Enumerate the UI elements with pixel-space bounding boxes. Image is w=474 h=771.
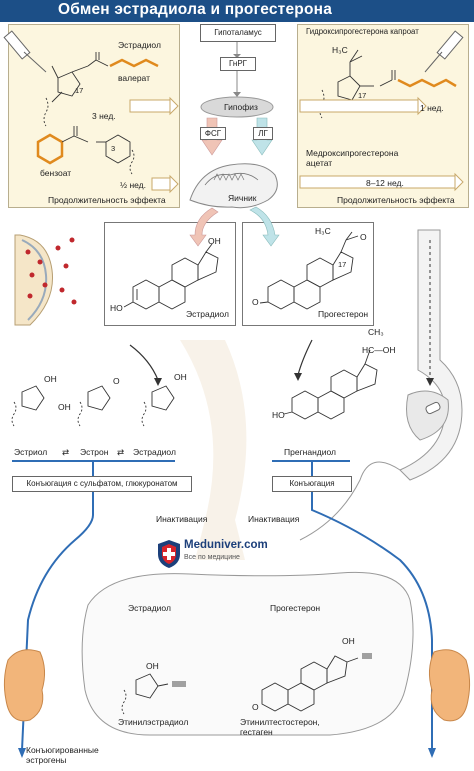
estrone-estradiol-arrow: ⇄ [117, 447, 125, 457]
benzoate-label: бензоат [40, 168, 72, 178]
progesterone-structure-label: Прогестерон [318, 309, 369, 319]
estradiol-structure [123, 243, 219, 310]
ovary-label: Яичник [228, 193, 257, 203]
estradiol-esters-panel [8, 24, 180, 208]
estriol-estrone-arrow: ⇄ [62, 447, 70, 457]
estradiol-ester-label: Эстрадиол [118, 40, 161, 50]
pregnanediol-ho-label: HO [272, 410, 285, 420]
ethinyltestosterone-o-label: O [252, 702, 259, 712]
gestagen-label: гестаген [240, 727, 273, 737]
weeks3-label: 3 нед. [92, 111, 116, 121]
half-week-label: ½ нед. [120, 180, 147, 190]
effect-duration-right-label: Продолжительность эффекта [337, 195, 455, 205]
progesterone-c17-label: 17 [338, 260, 347, 269]
estradiol-structure-label: Эстрадиол [186, 309, 229, 319]
ovary-shape [189, 163, 278, 209]
kidney-left-icon [3, 649, 46, 722]
ethinyltestosterone-oh-label: OH [342, 636, 355, 646]
tissue-illustration [14, 234, 77, 326]
estradiol-ho-label: HO [110, 303, 123, 313]
estrone-label: Эстрон [80, 447, 109, 457]
c17-left-label: 17 [75, 86, 84, 95]
fsh-box: ФСГ [200, 127, 226, 140]
progesterone-h3c-label: H₃C [315, 226, 331, 236]
estradiol-oh-label: OH [208, 236, 221, 246]
conjugation-left-box: Конъюгация с сульфатом, глюкуронатом [12, 476, 192, 492]
estradiol-structure-box [104, 222, 236, 326]
lh-box: ЛГ [253, 127, 273, 140]
caproate-label: Гидроксипрогестерона капроат [306, 27, 419, 36]
meduniver-logo[interactable]: Meduniver.com Все по медицине [157, 537, 287, 573]
estrone-o-label: O [113, 376, 120, 386]
pituitary-label: Гипофиз [224, 102, 258, 112]
valerate-label: валерат [118, 73, 150, 83]
progesterone-o-top-label: O [360, 232, 367, 242]
hypothalamus-box: Гипоталамус [200, 24, 276, 42]
logo-name: Meduniver.com [184, 539, 268, 551]
pituitary-shape [200, 96, 274, 118]
conjugation-right-box: Конъюгация [272, 476, 352, 492]
gnrh-box: ГнРГ [220, 57, 256, 71]
progesterone-structure [259, 231, 359, 310]
gi-tract [399, 229, 463, 481]
inactivation-right-label: Инактивация [248, 514, 300, 524]
h3c-right-label: H₃C [332, 45, 348, 55]
blue-flow-lines [12, 460, 433, 751]
c17-right-label: 17 [358, 91, 367, 100]
c3-label: 3 [111, 144, 116, 153]
pregnanediol-hcoh-label: HC—OH [362, 345, 396, 355]
progesterone-o-label: O [252, 297, 259, 307]
estriol-label: Эстриол [14, 447, 48, 457]
ethinyltestosterone-label: Этинилтестостерон, [240, 717, 320, 727]
liver-estradiol-label: Эстрадиол [128, 603, 171, 613]
estriol-oh-label: OH [44, 374, 57, 384]
inactivation-left-label: Инактивация [156, 514, 208, 524]
liver-outline [81, 571, 414, 736]
ethinylestradiol-label: Этинилэстрадиол [118, 717, 189, 727]
kidney-right-icon [428, 649, 471, 722]
pregnanediol-label: Прегнандиол [284, 447, 336, 457]
estriol-oh2-label: OH [58, 402, 71, 412]
week1-label: 1 нед. [420, 103, 444, 113]
syringe-right-icon [424, 30, 464, 73]
logo-tagline: Все по медицине [184, 554, 240, 561]
syringe-left-icon [3, 30, 47, 73]
shield-cross-icon [158, 540, 180, 568]
liver-progesterone-label: Прогестерон [270, 603, 321, 613]
pregnanediol-ch3-label: CH₃ [368, 327, 384, 337]
ethinylestradiol-oh-label: OH [146, 661, 159, 671]
estradiol-metab-label: Эстрадиол [133, 447, 176, 457]
weeks8-12-label: 8–12 нед. [366, 178, 404, 188]
page-title: Обмен эстрадиола и прогестерона [58, 1, 333, 18]
title-bar: Обмен эстрадиола и прогестерона [0, 0, 474, 22]
estradiol-frag-oh-label: OH [174, 372, 187, 382]
conjugated-estrogens-label: Конъюгированные эстрогены [26, 745, 99, 765]
effect-duration-left-label: Продолжительность эффекта [48, 195, 166, 205]
acetate-label: Медроксипрогестерона ацетат [306, 148, 399, 168]
